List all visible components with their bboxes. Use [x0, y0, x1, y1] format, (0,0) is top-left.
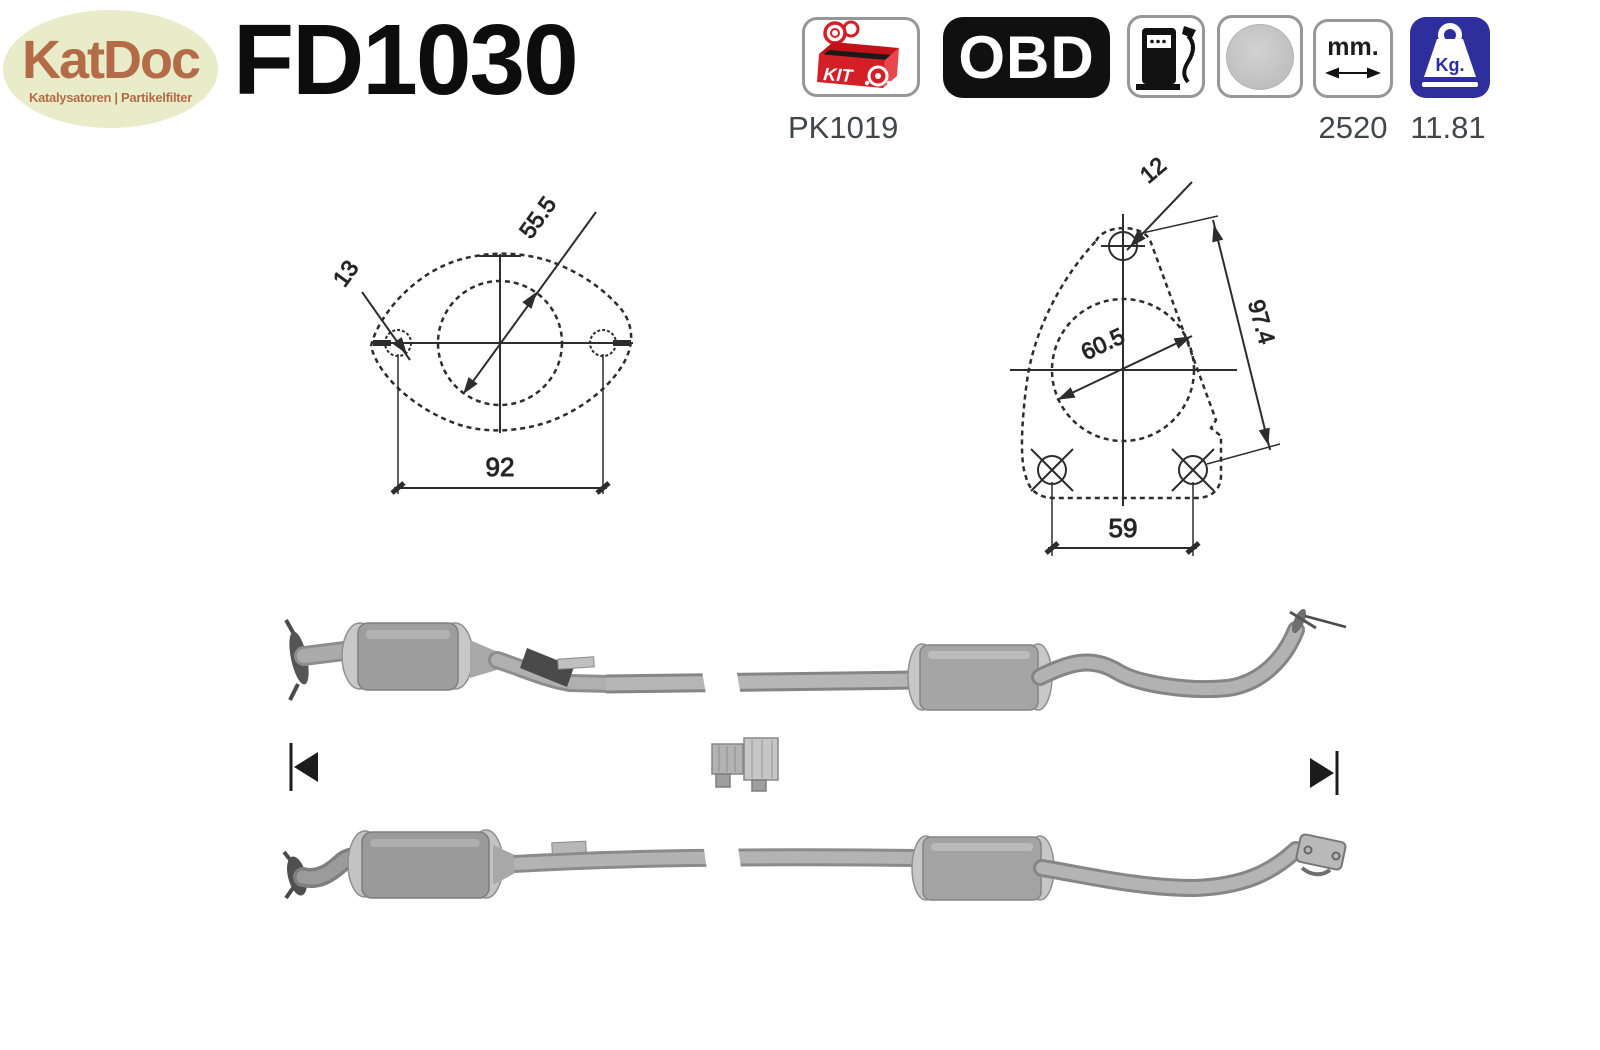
dim-label-outlet-diagonal: 97.4: [1243, 297, 1280, 347]
length-arrow-icon: [1325, 67, 1381, 79]
kit-label: KIT: [823, 64, 855, 86]
weight-icon: Kg.: [1422, 23, 1478, 87]
exhaust-bottom-view: [282, 829, 1347, 901]
dim-label-inlet-bore: 55.5: [514, 192, 561, 243]
obd-label: OBD: [958, 24, 1095, 91]
brand-logo: KatDoc Katalysatoren | Partikelfilter: [3, 10, 218, 128]
length-value: 2520: [1318, 110, 1388, 145]
dim-label-outlet-hole: 12: [1135, 152, 1171, 188]
dim-label-inlet-hole: 13: [327, 255, 363, 291]
weight-badge: Kg.: [1410, 17, 1490, 98]
kg-label: Kg.: [1436, 55, 1465, 75]
exhaust-top-view: [284, 608, 1347, 711]
mm-label: mm.: [1327, 33, 1379, 61]
dim-label-inlet-spacing: 92: [486, 452, 515, 482]
span-marker-left: [289, 743, 318, 791]
toolbox-kit-icon: KIT: [817, 20, 899, 88]
fuel-badge: [1127, 15, 1205, 98]
weight-value: 11.81: [1410, 110, 1486, 145]
dim-label-outlet-bore: 60.5: [1077, 323, 1129, 365]
brand-tagline: Katalysatoren | Partikelfilter: [29, 90, 192, 105]
substrate-badge: [1217, 15, 1303, 98]
part-number: FD1030: [233, 4, 579, 116]
dim-label-outlet-spacing: 59: [1109, 513, 1138, 543]
kit-badge: KIT: [802, 17, 920, 97]
ceramic-disc-icon: [1226, 23, 1294, 90]
brand-name: KatDoc: [21, 30, 201, 90]
kit-code: PK1019: [788, 110, 899, 145]
pipe-clamp: [711, 737, 779, 792]
outlet-flange-drawing: 12 60.5 97.4 59: [1010, 151, 1281, 556]
length-badge: mm.: [1313, 19, 1393, 98]
fuel-pump-icon: [1136, 26, 1196, 90]
obd-badge: OBD: [943, 17, 1110, 98]
inlet-flange-drawing: 55.5 13 92: [327, 191, 633, 495]
span-marker-right: [1310, 751, 1339, 795]
